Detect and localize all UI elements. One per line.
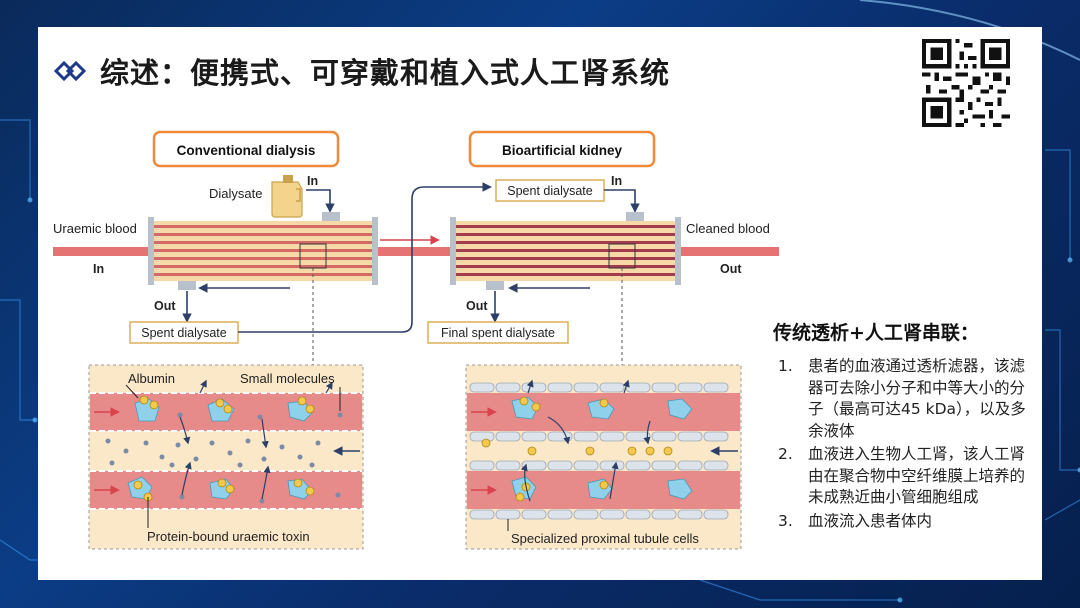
final-spent-dialysate-label: Final spent dialysate (441, 326, 555, 340)
conventional-dialysis-title-box (152, 130, 340, 168)
side-steps-list: 1. 患者的血液通过透析滤器，该滤器可去除小分子和中等大小的分子（最高可达45 k… (778, 356, 1028, 534)
side-heading: 传统透析+人工肾串联： (773, 322, 979, 344)
side-step-2: 2. 血液进入生物人工肾，该人工肾由在聚合物中空纤维膜上培养的未成熟近曲小管细胞组… (778, 444, 1028, 509)
side-step-1: 1. 患者的血液通过透析滤器，该滤器可去除小分子和中等大小的分子（最高可达45 k… (778, 356, 1028, 442)
albumin-label: Albumin (128, 371, 175, 386)
final-spent-dialysate-box (427, 321, 569, 344)
spent-dialysate-label: Spent dialysate (141, 326, 227, 340)
dialysis-filter-cartridge (148, 212, 378, 290)
conventional-dialysis-title: Conventional dialysis (177, 143, 316, 158)
bioartificial-kidney-title: Bioartificial kidney (502, 143, 623, 158)
page-title: 综述：便携式、可穿戴和植入式人工肾系统 (100, 56, 671, 90)
bioartificial-kidney-title-box (468, 130, 656, 168)
left-in-label: In (307, 174, 318, 188)
side-step-text: 血液进入生物人工肾，该人工肾由在聚合物中空纤维膜上培养的未成熟近曲小管细胞组成 (808, 445, 1026, 506)
right-out-blood-label: Out (720, 262, 742, 276)
left-in-blood-label: In (93, 262, 104, 276)
spent-dialysate-in-label: Spent dialysate (507, 184, 593, 198)
bioartificial-membrane-detail (465, 364, 742, 550)
side-step-number: 1. (778, 357, 793, 375)
diamond-link-icon (53, 60, 87, 82)
bioartificial-kidney-cartridge (450, 212, 681, 290)
qr-code-icon (922, 39, 1010, 127)
kidney-dialysis-diagram: Conventional dialysis Bioartificial kidn… (53, 130, 779, 550)
protein-bound-toxin-label: Protein-bound uraemic toxin (147, 529, 310, 544)
side-step-3: 3. 血液流入患者体内 (778, 511, 1028, 533)
cleaned-blood-label: Cleaned blood (686, 221, 770, 236)
dialysate-jug-icon (271, 175, 303, 218)
side-step-number: 3. (778, 511, 793, 530)
title-bar: 综述：便携式、可穿戴和植入式人工肾系统 (52, 48, 670, 94)
small-molecules-label: Small molecules (240, 371, 335, 386)
side-step-text: 血液流入患者体内 (808, 511, 933, 530)
right-out-label: Out (466, 299, 488, 313)
left-out-label: Out (154, 299, 176, 313)
proximal-tubule-cells-label: Specialized proximal tubule cells (511, 531, 699, 546)
uraemic-blood-label: Uraemic blood (53, 221, 137, 236)
side-step-text: 患者的血液通过透析滤器，该滤器可去除小分子和中等大小的分子（最高可达45 kDa… (808, 357, 1026, 440)
dialysate-label: Dialysate (209, 186, 262, 201)
conventional-membrane-detail (88, 364, 364, 550)
right-in-label: In (611, 174, 622, 188)
side-step-number: 2. (778, 445, 793, 463)
